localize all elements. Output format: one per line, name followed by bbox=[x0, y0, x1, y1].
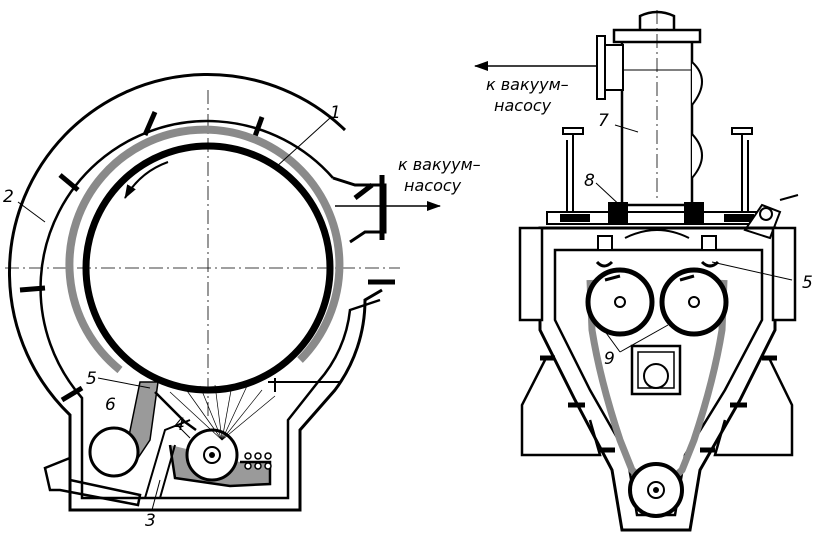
safety-valve bbox=[743, 194, 799, 240]
stiffeners bbox=[540, 355, 777, 453]
right-leaders bbox=[595, 124, 793, 353]
right-view: к вакуум– насосу 7 8 5 9 bbox=[474, 10, 813, 532]
left-leaders bbox=[17, 117, 331, 511]
feed-roller bbox=[88, 426, 140, 478]
filter-cloth bbox=[65, 125, 344, 374]
label-5-right: 5 bbox=[802, 273, 813, 293]
roll-right bbox=[659, 267, 729, 337]
tank-inner bbox=[553, 248, 764, 517]
caption-vacuum-left-1: к вакуум– bbox=[398, 155, 481, 174]
vacuum-column bbox=[596, 10, 703, 207]
left-support bbox=[520, 359, 602, 457]
label-8: 8 bbox=[584, 171, 595, 191]
label-2: 2 bbox=[3, 187, 14, 207]
caption-vacuum-left-2: насосу bbox=[404, 176, 462, 195]
label-9: 9 bbox=[604, 349, 615, 369]
spray-fan bbox=[169, 384, 276, 441]
discharge-valve bbox=[43, 456, 142, 507]
left-view: 1 2 5 6 4 3 к вакуум– насосу bbox=[3, 72, 481, 531]
agitator-frame bbox=[144, 419, 191, 499]
label-1: 1 bbox=[330, 103, 341, 123]
casing-ribs bbox=[19, 111, 395, 403]
label-4: 4 bbox=[174, 415, 185, 435]
cover-plate bbox=[546, 202, 770, 239]
roll-left bbox=[585, 267, 655, 337]
right-support bbox=[713, 359, 794, 457]
label-5-left: 5 bbox=[86, 369, 97, 389]
filter-drum bbox=[82, 142, 334, 394]
casing-outer-wall bbox=[7, 72, 383, 512]
tie-rods bbox=[562, 127, 753, 212]
right-side-flange bbox=[771, 226, 797, 322]
caption-vacuum-right-1: к вакуум– bbox=[486, 75, 569, 94]
left-side-flange bbox=[518, 226, 544, 322]
label-3: 3 bbox=[145, 511, 156, 531]
spray-header bbox=[244, 452, 272, 470]
label-6: 6 bbox=[105, 395, 116, 415]
label-7: 7 bbox=[598, 111, 609, 131]
caption-vacuum-right-2: насосу bbox=[494, 96, 552, 115]
vacuum-outlet-nozzle bbox=[332, 176, 387, 244]
scraper-support bbox=[268, 378, 340, 392]
rotation-arrow bbox=[124, 161, 169, 199]
